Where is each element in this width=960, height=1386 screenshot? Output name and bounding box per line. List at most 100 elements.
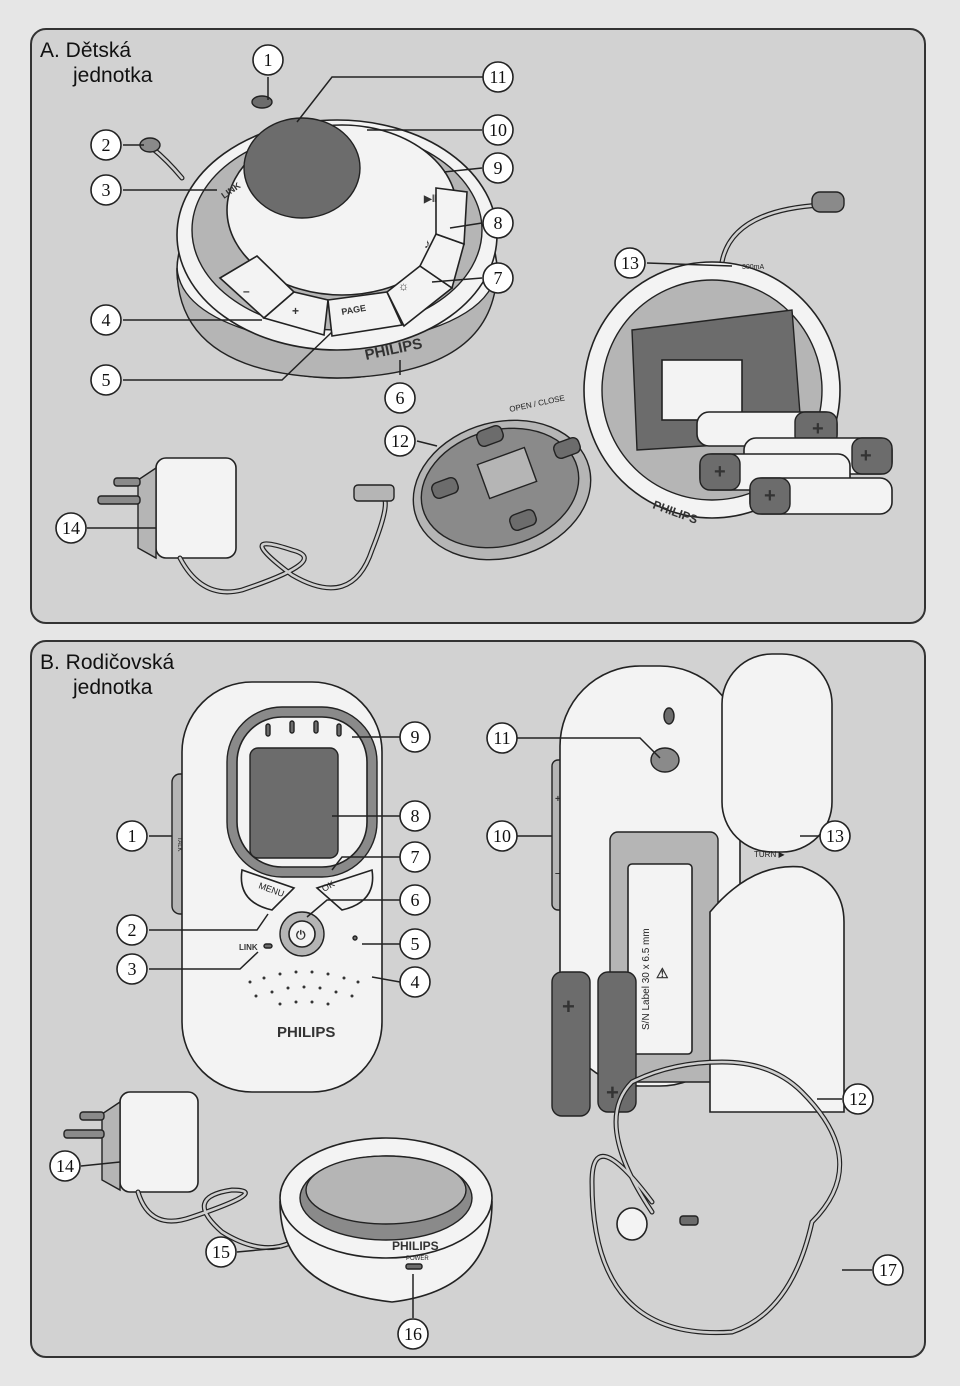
plus-icon: +	[292, 304, 299, 318]
callout-a-9: 9	[482, 152, 514, 184]
svg-text:14: 14	[62, 518, 80, 538]
svg-text:11: 11	[493, 728, 510, 748]
baby-unit-illustration: LINK – + PAGE ☼ ♪ ▶‖ PHILIPS OPEN / CLOS…	[55, 44, 893, 595]
parent-unit-illustration: TALK MENU OK ⏻ LINK	[49, 653, 904, 1350]
svg-text:6: 6	[396, 388, 405, 408]
page-label: PAGE	[341, 303, 367, 317]
svg-text:+: +	[812, 418, 824, 440]
panel-parent-unit: B. Rodičovská jednotka TALK MENU OK ⏻	[30, 640, 926, 1358]
panel-b-title-line1: B. Rodičovská	[40, 651, 175, 674]
callout-a-4: 4	[90, 304, 122, 336]
battery-cover-b	[709, 865, 845, 1113]
svg-text:4: 4	[102, 310, 111, 330]
callout-a-12: 12	[384, 425, 416, 457]
panel-a-title: A. Dětská jednotka	[40, 38, 152, 88]
neck-strap	[589, 1059, 843, 1336]
power-icon: ⏻	[296, 928, 306, 942]
svg-text:8: 8	[411, 806, 420, 826]
minus-icon: –	[243, 284, 250, 298]
cable-plug	[811, 191, 845, 213]
menu-button[interactable]	[240, 868, 296, 911]
battery-light	[352, 935, 358, 941]
callout-a-11: 11	[482, 61, 514, 93]
belt-clip	[721, 653, 833, 853]
svg-text:+: +	[606, 1080, 619, 1105]
svg-text:1: 1	[264, 50, 273, 70]
callout-a-10: 10	[482, 114, 514, 146]
svg-text:1: 1	[128, 826, 137, 846]
power-indicator-light	[405, 1263, 423, 1270]
svg-text:+: +	[562, 994, 575, 1019]
svg-text:5: 5	[411, 934, 420, 954]
minus-icon: –	[555, 868, 561, 879]
power-label: POWER	[406, 1256, 429, 1262]
sound-level-lights	[265, 720, 342, 737]
callout-a-13: 13	[614, 247, 646, 279]
svg-text:9: 9	[494, 158, 503, 178]
svg-text:3: 3	[128, 959, 137, 979]
plus-icon: +	[555, 794, 561, 805]
callout-b-5: 5	[399, 928, 431, 960]
callout-a-14: 14	[55, 512, 87, 544]
page-button[interactable]	[327, 291, 404, 337]
play-pause-icon: ▶‖	[423, 194, 437, 205]
callout-b-12: 12	[842, 1083, 874, 1115]
callout-b-10: 10	[486, 820, 518, 852]
callout-b-17: 17	[872, 1254, 904, 1286]
warning-icon: ⚠	[656, 965, 669, 981]
callout-b-8: 8	[399, 800, 431, 832]
panel-a-title-line1: A. Dětská	[40, 39, 132, 62]
turn-label: TURN ▶	[754, 850, 785, 859]
callout-b-6: 6	[399, 884, 431, 916]
parent-unit-brand: PHILIPS	[277, 1024, 335, 1041]
callout-a-6: 6	[384, 382, 416, 414]
batteries-b: + +	[551, 971, 637, 1117]
svg-text:4: 4	[411, 972, 420, 992]
callout-b-7: 7	[399, 841, 431, 873]
serial-label-area	[661, 359, 743, 421]
link-button[interactable]	[251, 95, 273, 109]
callout-a-2: 2	[90, 129, 122, 161]
svg-text:+: +	[714, 461, 726, 483]
callout-b-15: 15	[205, 1236, 237, 1268]
svg-text:3: 3	[102, 180, 111, 200]
link-indicator-label: LINK	[239, 943, 258, 952]
svg-text:14: 14	[56, 1156, 74, 1176]
callout-a-3: 3	[90, 174, 122, 206]
callout-b-4: 4	[399, 966, 431, 998]
talk-label: TALK	[176, 837, 182, 852]
callout-b-2: 2	[116, 914, 148, 946]
serial-number-label: S/N Label 30 x 6.5 mm	[641, 928, 652, 1030]
callout-b-13: 13	[819, 820, 851, 852]
callout-b-11: 11	[486, 722, 518, 754]
svg-text:5: 5	[102, 370, 111, 390]
svg-text:7: 7	[494, 268, 503, 288]
callout-a-1: 1	[252, 44, 284, 76]
night-light-lens	[243, 117, 361, 219]
callout-a-8: 8	[482, 207, 514, 239]
panel-b-title: B. Rodičovská jednotka	[40, 650, 174, 700]
battery-cover-a: OPEN / CLOSE	[412, 393, 592, 561]
callout-a-7: 7	[482, 262, 514, 294]
callout-b-9: 9	[399, 721, 431, 753]
svg-text:16: 16	[404, 1324, 422, 1344]
parent-unit-back: + – S/N Label 30 x 6.5 mm ⚠ + + TURN ▶	[551, 653, 845, 1117]
charger-brand: PHILIPS	[392, 1239, 439, 1253]
batteries-a: + + + +	[696, 411, 893, 515]
speaker-grille	[248, 970, 360, 1006]
parent-unit-device: TALK MENU OK ⏻ LINK	[171, 681, 383, 1093]
sun-icon: ☼	[398, 279, 409, 293]
power-button[interactable]	[288, 920, 316, 948]
power-adapter-b	[63, 1091, 295, 1251]
svg-text:8: 8	[494, 213, 503, 233]
svg-text:12: 12	[391, 431, 409, 451]
belt-clip-slot	[650, 747, 680, 773]
svg-text:9: 9	[411, 727, 420, 747]
charger-cradle: PHILIPS POWER	[279, 1137, 493, 1303]
svg-text:10: 10	[489, 120, 507, 140]
play-pause-button[interactable]	[435, 187, 468, 246]
callout-b-3: 3	[116, 953, 148, 985]
svg-text:2: 2	[102, 135, 111, 155]
open-close-label: OPEN / CLOSE	[509, 393, 566, 414]
panel-baby-unit: A. Dětská jednotka LINK – + PAGE ☼ ♪ ▶‖ …	[30, 28, 926, 624]
